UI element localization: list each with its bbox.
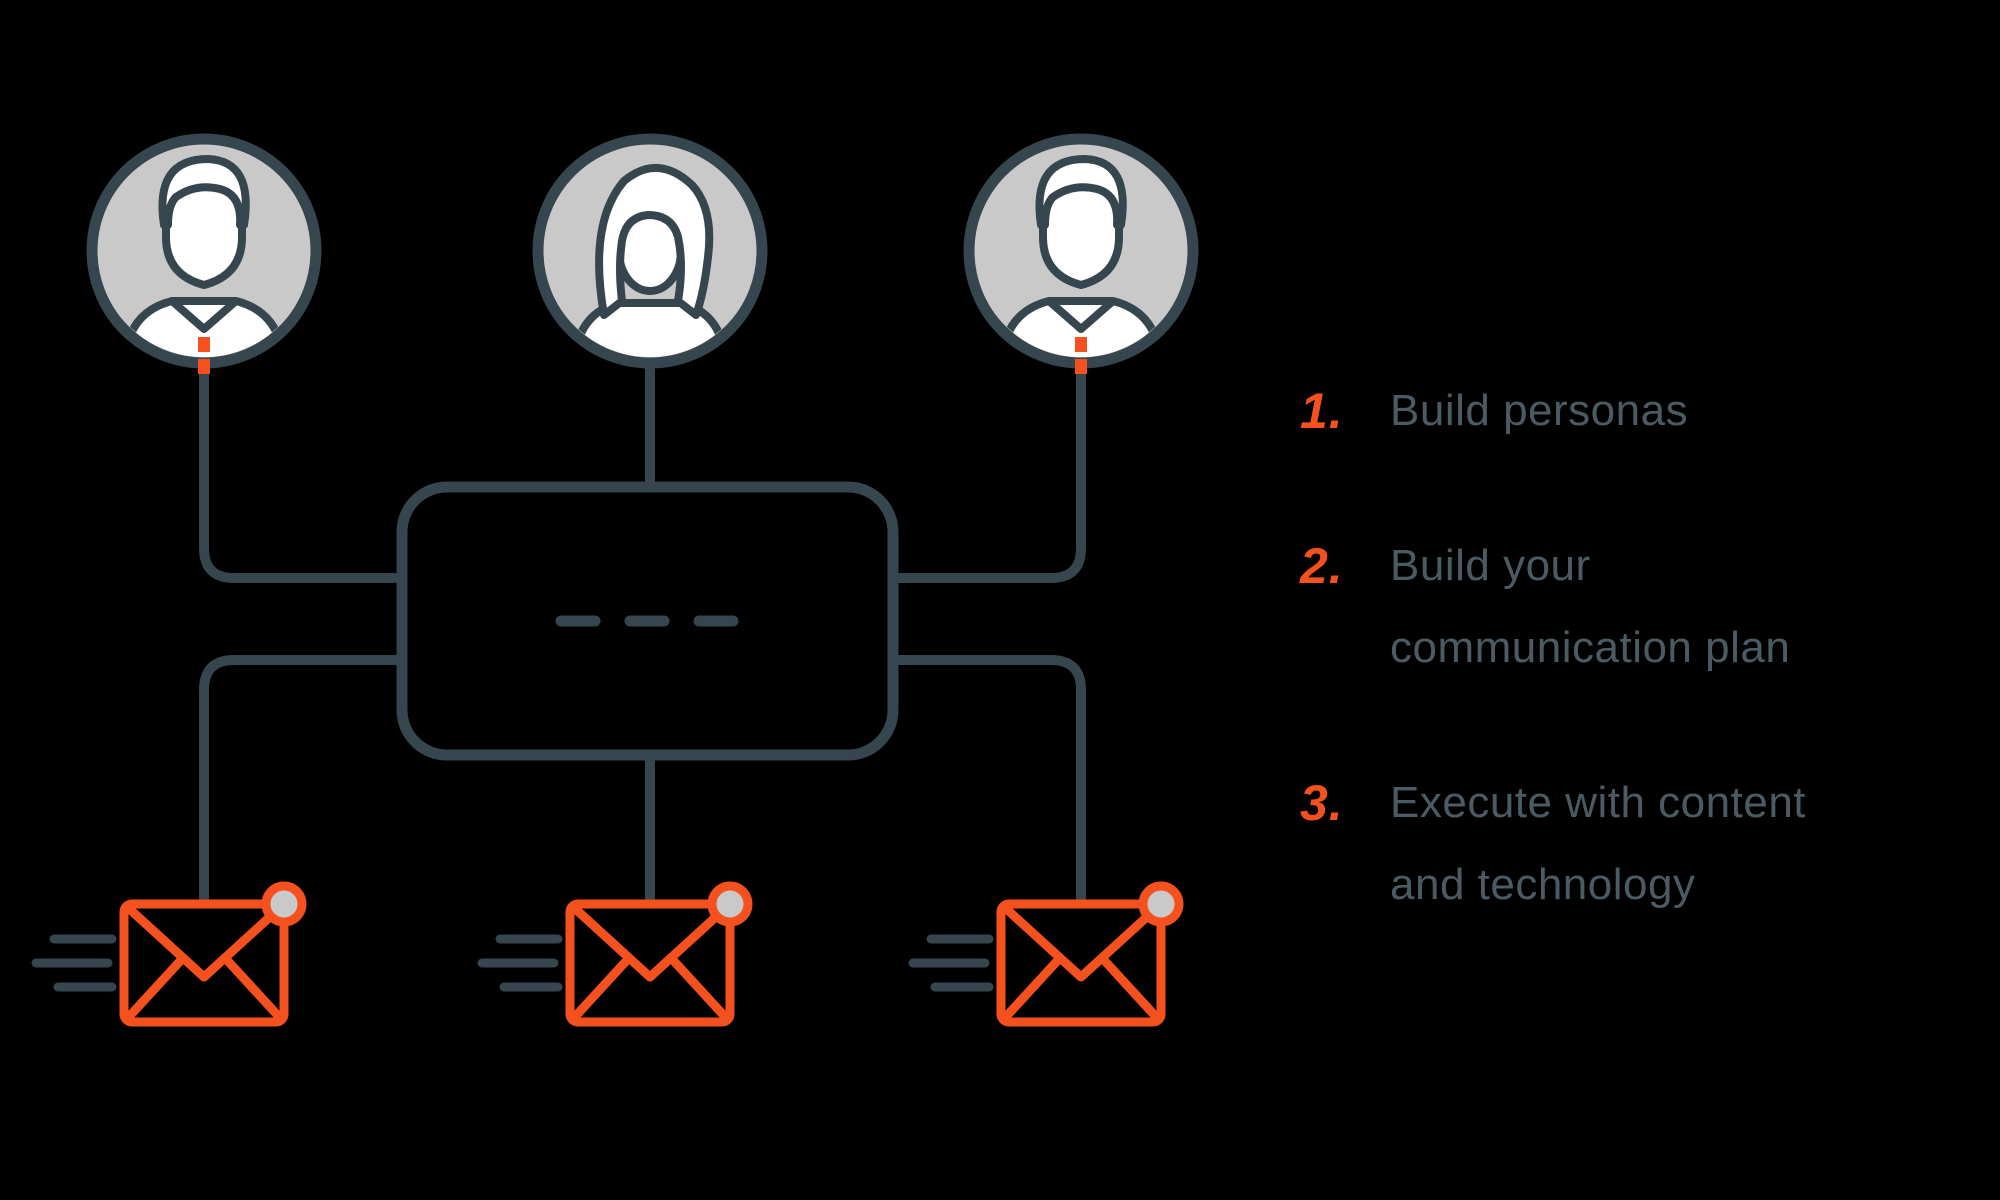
connector-lines bbox=[199, 355, 1086, 906]
persona-3-male-avatar-icon bbox=[963, 133, 1199, 374]
sent-email-icon-1 bbox=[36, 886, 302, 1022]
tie-dot bbox=[198, 337, 210, 352]
step-1-number: 1. bbox=[1300, 383, 1344, 439]
step-1-text: Build personas bbox=[1390, 370, 1688, 452]
persona-2-female-avatar-icon bbox=[532, 133, 768, 369]
step-1-line-1: Build personas bbox=[1390, 386, 1689, 435]
step-2-line-1: Build your bbox=[1390, 541, 1591, 590]
step-1: 1. Build personas bbox=[1300, 370, 1688, 452]
sent-email-icon-3 bbox=[913, 886, 1179, 1022]
tie-dot bbox=[1075, 337, 1087, 352]
connector-hub-to-envelope3 bbox=[895, 655, 1086, 906]
step-3-line-1: Execute with content bbox=[1390, 778, 1807, 827]
hub-box bbox=[396, 481, 899, 761]
tie-dot bbox=[1075, 359, 1087, 374]
tie-dot bbox=[198, 359, 210, 374]
step-2-line-2: communication plan bbox=[1390, 623, 1791, 672]
step-3: 3. Execute with content and technology bbox=[1300, 762, 1806, 926]
persona-1-male-avatar-icon bbox=[86, 133, 322, 374]
connector-persona3-to-hub bbox=[895, 355, 1086, 583]
step-3-text: Execute with content and technology bbox=[1390, 762, 1806, 926]
connector-hub-to-envelope1 bbox=[199, 655, 400, 906]
step-3-number: 3. bbox=[1300, 775, 1344, 831]
steps-list: 1. Build personas 2. Build your communic… bbox=[1300, 0, 1980, 1200]
connector-persona1-to-hub bbox=[199, 355, 400, 583]
step-3-line-2: and technology bbox=[1390, 860, 1696, 909]
step-2: 2. Build your communication plan bbox=[1300, 525, 1790, 689]
sent-email-icon-2 bbox=[482, 886, 748, 1022]
step-2-number: 2. bbox=[1300, 538, 1344, 594]
step-2-text: Build your communication plan bbox=[1390, 525, 1790, 689]
